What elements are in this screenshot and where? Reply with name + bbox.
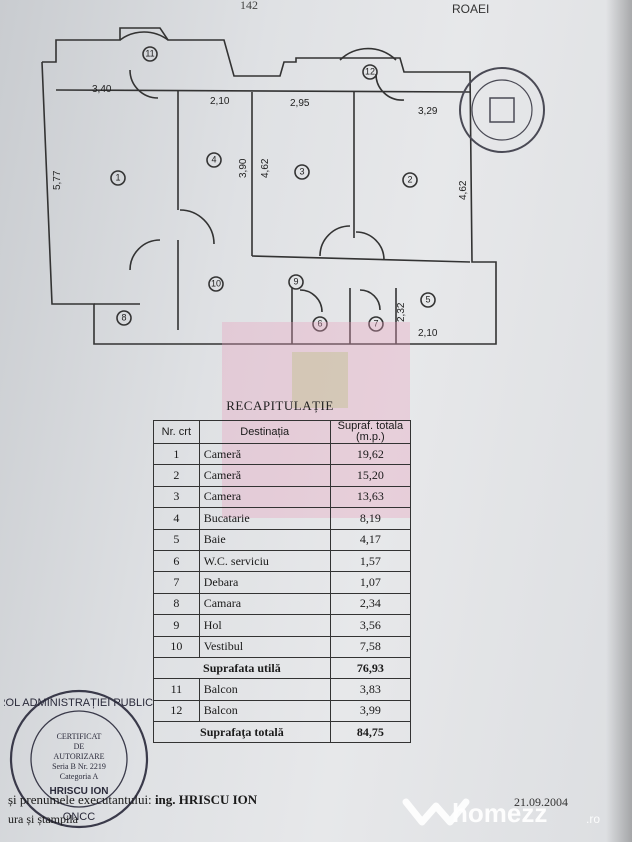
svg-text:Seria B Nr. 2219: Seria B Nr. 2219 [52, 762, 106, 771]
door-arc [129, 69, 159, 99]
svg-text:10: 10 [211, 278, 221, 288]
dimension-label: 3,29 [418, 106, 438, 117]
balcony-curve [339, 47, 397, 61]
util-area-value: 76,93 [329, 656, 412, 680]
svg-text:7: 7 [373, 318, 378, 328]
executant-prefix: și prenumele executantului: [8, 792, 152, 807]
plan-wall [55, 89, 471, 93]
document-date: 21.09.2004 [514, 795, 568, 809]
top-signature: ROAEI [452, 2, 490, 16]
executant-name: ing. HRISCU ION [154, 792, 258, 807]
room-marker-12: 12 [362, 64, 378, 80]
balcony-curve [119, 31, 169, 41]
room-marker-11: 11 [142, 46, 158, 62]
watermark-emblem [292, 352, 348, 408]
total-area-value: 84,75 [329, 721, 412, 744]
room-marker-1: 1 [110, 170, 126, 186]
room-marker-3: 3 [294, 164, 310, 180]
dimension-label: 3,40 [92, 84, 112, 95]
room-marker-10: 10 [208, 276, 224, 292]
signature-line: ura și ștampila [8, 812, 78, 826]
door-arc [355, 231, 385, 261]
svg-text:2: 2 [407, 174, 412, 184]
agency-stamp [459, 67, 545, 153]
logo-brand: homezz [452, 798, 548, 828]
dimension-label: 2,95 [290, 98, 310, 109]
room-marker-8: 8 [116, 310, 132, 326]
authorization-stamp: ROL ADMINISTRAȚIEI PUBLICE CERTIFICAT DE… [4, 689, 154, 829]
homezz-logo [402, 798, 470, 826]
dimension-label: 3,90 [238, 158, 249, 178]
svg-text:12: 12 [365, 66, 375, 76]
room-marker-5: 5 [420, 292, 436, 308]
door-arc [129, 239, 161, 271]
svg-text:6: 6 [317, 318, 322, 328]
dimension-label: 2,10 [210, 96, 230, 107]
svg-text:Categoria A: Categoria A [60, 772, 99, 781]
svg-text:AUTORIZARE: AUTORIZARE [54, 752, 105, 761]
plan-outer-wall [41, 27, 497, 345]
util-area-row: Suprafata utilă 76,93 [153, 656, 412, 680]
executant-line: și prenumele executantului: ing. HRISCU … [8, 792, 257, 808]
table-title: RECAPITULAȚIE [226, 398, 334, 413]
svg-text:ROL ADMINISTRAȚIEI PUBLICE: ROL ADMINISTRAȚIEI PUBLICE [4, 697, 154, 709]
door-arc [359, 289, 381, 311]
svg-text:8: 8 [121, 312, 126, 322]
dimension-label: 4,62 [260, 158, 271, 178]
dimension-label: 4,62 [458, 180, 469, 200]
svg-text:1: 1 [115, 172, 120, 182]
room-marker-7: 7 [368, 316, 384, 332]
dimension-label: 5,77 [52, 170, 63, 190]
svg-text:ONCC: ONCC [63, 811, 95, 823]
logo-suffix: .ro [586, 812, 601, 826]
page-edge-shadow [606, 0, 632, 842]
header-nr: Nr. crt [153, 420, 200, 444]
room-marker-2: 2 [402, 172, 418, 188]
door-arc [319, 225, 351, 257]
util-area-label: Suprafata utilă [153, 656, 331, 680]
table-header-row: Nr. crt Destinația Supraf. totala (m.p.) [153, 420, 412, 444]
svg-text:5: 5 [425, 294, 430, 304]
dimension-label: 2,32 [396, 302, 407, 322]
svg-text:3: 3 [299, 166, 304, 176]
svg-text:DE: DE [74, 742, 85, 751]
svg-text:11: 11 [145, 48, 154, 58]
total-area-label: Suprafaţa totală [153, 721, 331, 744]
plan-wall [251, 255, 471, 263]
door-arc [375, 73, 405, 101]
svg-text:9: 9 [293, 276, 298, 286]
header-suprafata: Supraf. totala (m.p.) [329, 420, 412, 444]
room-marker-4: 4 [206, 152, 222, 168]
dimension-label: 2,10 [418, 328, 438, 339]
header-destinatia: Destinația [198, 420, 331, 444]
floor-plan: 3,40 2,10 2,95 3,29 5,77 3,90 4,62 4,62 … [41, 27, 497, 345]
door-arc [179, 209, 215, 245]
svg-text:HRISCU ION: HRISCU ION [50, 786, 109, 797]
room-marker-9: 9 [288, 274, 304, 290]
page-number: 142 [240, 0, 258, 12]
svg-text:CERTIFICAT: CERTIFICAT [57, 732, 102, 741]
room-marker-6: 6 [312, 316, 328, 332]
total-area-row: Suprafaţa totală 84,75 [153, 721, 412, 744]
svg-text:4: 4 [211, 154, 216, 164]
door-arc [299, 289, 323, 313]
recap-table: Nr. crt Destinația Supraf. totala (m.p.)… [153, 420, 412, 744]
